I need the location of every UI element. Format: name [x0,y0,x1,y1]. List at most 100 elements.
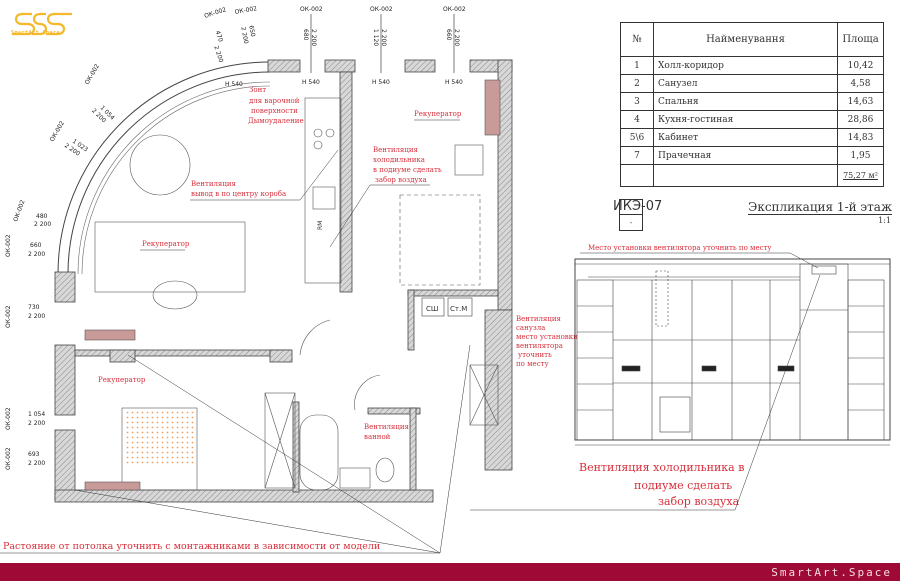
footer-brand: SmartArt.Space [771,566,892,579]
svg-text:Дымоудаление: Дымоудаление [248,117,304,125]
svg-text:для варочной: для варочной [249,97,300,105]
header-name: Найменування [653,22,838,57]
svg-text:Место установки вентилятора ут: Место установки вентилятора уточнить по … [588,244,772,252]
svg-text:H 540: H 540 [302,79,320,86]
fridge-label: RM [317,221,324,230]
table-header: № Найменування Площа [620,22,884,57]
svg-text:Зонт: Зонт [249,86,266,94]
window-code: ОК-002 [5,447,12,470]
svg-text:2 200: 2 200 [453,29,460,46]
window-code: ОК-002 [84,63,101,86]
footer-bar: SmartArt.Space [0,563,900,581]
kitchen-elevation [574,258,891,446]
window-code: ОК-002 [234,5,258,16]
svg-text:Вентиляция: Вентиляция [516,315,562,323]
svg-text:в подиуме сделать: в подиуме сделать [373,166,442,174]
svg-text:Вентиляция холодильника в: Вентиляция холодильника в [579,461,744,474]
window-code: ОК-002 [5,407,12,430]
svg-text:2 200: 2 200 [380,29,387,46]
window-code: ОК-002 [370,6,393,13]
svg-text:730: 730 [28,304,40,311]
svg-text:уточнить: уточнить [518,351,552,359]
svg-text:660: 660 [445,29,452,41]
svg-text:2 200: 2 200 [28,460,45,467]
svg-text:660: 660 [30,242,42,249]
furniture [84,79,501,491]
svg-text:H 540: H 540 [225,81,243,88]
table-total-row: 75,27 м² [620,164,884,187]
svg-text:санузла: санузла [516,324,545,332]
svg-text:2 200: 2 200 [239,26,249,44]
header-no: № [620,22,654,57]
total-area: 75,27 м² [837,164,884,187]
dining-table [129,134,191,196]
logo [12,12,72,36]
bed [121,407,198,491]
svg-text:холодильника: холодильника [373,156,425,164]
svg-text:Рекуператор: Рекуператор [98,376,146,384]
svg-text:2 200: 2 200 [28,420,45,427]
svg-text:1 054: 1 054 [28,411,45,418]
radiator [484,79,501,136]
svg-text:H 540: H 540 [445,79,463,86]
svg-text:Рекуператор: Рекуператор [414,110,462,118]
laundry: СШ Ст.М RM [317,221,473,317]
header-area: Площа [837,22,884,57]
svg-text:480: 480 [36,213,48,220]
svg-text:2 200: 2 200 [34,221,51,228]
svg-text:Вентиляция: Вентиляция [373,146,419,154]
svg-text:вентилятора: вентилятора [516,342,563,350]
radiator [84,329,136,341]
svg-text:место установки: место установки [516,333,578,341]
annotations: Зонт для варочной поверхности Дымоудален… [3,86,772,552]
toilet [375,457,395,483]
radiator [84,481,141,491]
sofa [94,221,246,293]
ceiling-note: Растояние от потолка уточнить с монтажни… [3,541,380,552]
svg-text:1 120: 1 120 [372,29,379,46]
window-code: ОК-002 [300,6,323,13]
scale-label: 1:1 [878,216,891,225]
svg-text:Рекуператор: Рекуператор [142,240,190,248]
curved-wall [57,61,271,275]
svg-text:вывод в по центру короба: вывод в по центру короба [191,190,286,198]
window-code: ОК-002 [443,6,466,13]
window-code: ОК-002 [49,120,66,143]
svg-text:693: 693 [28,451,40,458]
svg-text:470: 470 [214,30,224,43]
svg-text:Вентиляция: Вентиляция [364,423,410,431]
sheet-sub: - [619,214,643,231]
sheet-code: ИКЭ-07 [613,199,663,214]
svg-text:2 200: 2 200 [28,313,45,320]
svg-text:забор воздуха: забор воздуха [658,495,740,508]
window-code: ОК-002 [5,234,12,257]
walls [54,59,513,503]
svg-text:поверхности: поверхности [251,107,298,115]
explication-title: Экспликация 1-й этаж [748,200,892,215]
svg-text:Вентиляция: Вентиляция [191,180,237,188]
window-code: ОК-002 [12,199,26,223]
svg-text:H 540: H 540 [372,79,390,86]
svg-text:650: 650 [247,25,256,38]
washer-label: СШ [426,305,438,313]
svg-text:2 200: 2 200 [212,45,224,64]
svg-text:подиуме сделать: подиуме сделать [634,479,732,492]
dryer-label: Ст.М [450,305,467,313]
bathtub [299,414,339,491]
window-code: ОК-002 [5,305,12,328]
svg-text:ванной: ванной [364,433,391,441]
logo-text: SmartArt.Space [11,30,61,36]
window-code: ОК-002 [203,6,227,20]
svg-text:2 200: 2 200 [310,29,317,46]
svg-text:по месту: по месту [516,360,549,368]
svg-text:забор воздуха: забор воздуха [375,176,427,184]
svg-text:2 200: 2 200 [28,251,45,258]
